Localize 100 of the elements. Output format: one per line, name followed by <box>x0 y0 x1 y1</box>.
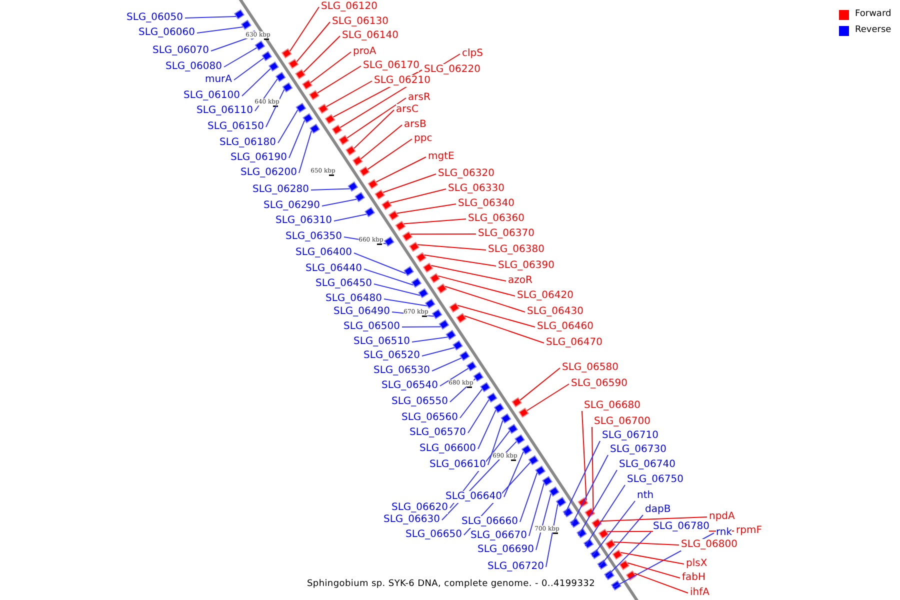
gene-label: SLG_06290 <box>264 200 320 212</box>
leader-line <box>310 188 350 190</box>
leader-line <box>464 315 544 344</box>
gene-label: rpmF <box>736 525 762 537</box>
leader-line <box>584 484 626 546</box>
gene-block <box>352 156 363 166</box>
gene-label: SLG_06170 <box>363 60 420 72</box>
gene-block <box>430 273 440 284</box>
gene-label: SLG_06420 <box>517 290 574 302</box>
leader-line <box>520 472 538 522</box>
gene-label: SLG_06660 <box>462 516 518 528</box>
gene-block <box>438 319 450 330</box>
gene-block <box>409 242 420 252</box>
gene-label: SLG_06680 <box>584 400 640 412</box>
gene-label: SLG_06380 <box>488 244 544 256</box>
gene-block <box>418 288 429 298</box>
leader-line <box>354 110 394 149</box>
leader-line <box>288 120 306 158</box>
gene-label: SLG_06460 <box>537 321 594 333</box>
gene-block <box>612 550 623 560</box>
gene-block <box>424 298 436 309</box>
gene-label: SLG_06390 <box>498 260 554 272</box>
gene-block <box>422 262 434 273</box>
gene-block <box>234 9 245 20</box>
gene-label: SLG_06550 <box>392 396 448 408</box>
leader-line <box>457 304 536 328</box>
gene-block <box>348 181 358 192</box>
gene-block <box>473 372 484 382</box>
gene-block <box>281 48 292 58</box>
gene-label: SLG_06110 <box>196 105 253 117</box>
leader-line <box>634 572 688 594</box>
gene-label: SLG_06330 <box>448 183 504 195</box>
gene-block <box>456 312 467 324</box>
gene-block <box>395 220 406 231</box>
gene-block <box>578 497 588 508</box>
leader-line <box>210 36 250 52</box>
leader-line <box>376 156 426 182</box>
leader-line <box>234 58 264 80</box>
gene-label: SLG_06580 <box>562 362 618 374</box>
gene-block <box>570 518 580 528</box>
leader-line <box>303 36 340 73</box>
gene-label: SLG_06780 <box>653 521 710 533</box>
gene-label: SLG_06320 <box>438 168 494 180</box>
gene-block <box>446 330 456 340</box>
gene-label: SLG_06730 <box>610 444 666 456</box>
leader-line <box>478 410 496 450</box>
gene-block <box>466 361 477 372</box>
leader-line <box>322 198 358 206</box>
gene-block <box>346 145 356 156</box>
leader-line <box>326 80 372 108</box>
leader-line <box>364 268 414 286</box>
gene-block <box>374 190 386 200</box>
leader-line <box>571 454 608 526</box>
gene-block <box>604 570 615 580</box>
leader-line <box>266 89 285 128</box>
gene-label: SLG_06620 <box>392 502 448 514</box>
leader-line <box>367 138 412 170</box>
leader-line <box>310 52 352 83</box>
leader-line <box>592 426 594 512</box>
gene-label: SLG_06540 <box>382 380 438 392</box>
gene-block <box>416 252 426 262</box>
leader-line <box>403 218 466 224</box>
gene-block <box>562 507 574 518</box>
leader-line <box>424 254 496 266</box>
gene-block <box>542 476 553 486</box>
gene-label: SLG_06350 <box>286 231 342 243</box>
gene-block <box>296 102 306 113</box>
gene-label: SLG_06450 <box>316 278 372 290</box>
gene-block <box>354 192 366 202</box>
leader-line <box>438 275 516 296</box>
leader-line <box>396 204 456 214</box>
leader-line <box>422 347 455 356</box>
gene-label: plsX <box>686 558 708 570</box>
gene-block <box>597 560 608 570</box>
leader-line <box>360 124 402 160</box>
gene-label: SLG_06400 <box>296 247 352 259</box>
leader-line <box>600 516 708 522</box>
gene-label: SLG_06210 <box>374 75 430 87</box>
leader-line <box>374 284 420 296</box>
gene-block <box>619 560 630 570</box>
gene-block <box>486 392 498 403</box>
leader-line <box>613 542 680 546</box>
gene-label: SLG_06690 <box>478 544 534 556</box>
gene-block <box>583 538 594 549</box>
leader-line <box>592 500 636 557</box>
leader-line <box>278 110 298 144</box>
gene-block <box>324 114 336 124</box>
gene-label: SLG_06120 <box>321 1 378 13</box>
gene-label: ppc <box>414 133 432 145</box>
leader-line <box>402 326 442 328</box>
gene-block <box>500 413 512 424</box>
gene-block <box>282 82 293 92</box>
gene-label: SLG_06140 <box>342 30 398 42</box>
gene-block <box>254 40 266 51</box>
gene-block <box>288 58 299 69</box>
leader-line <box>432 358 462 372</box>
legend-label: Reverse <box>855 24 892 37</box>
gene-block <box>576 528 587 538</box>
gene-label: SLG_06310 <box>276 215 332 227</box>
gene-block <box>508 424 518 434</box>
